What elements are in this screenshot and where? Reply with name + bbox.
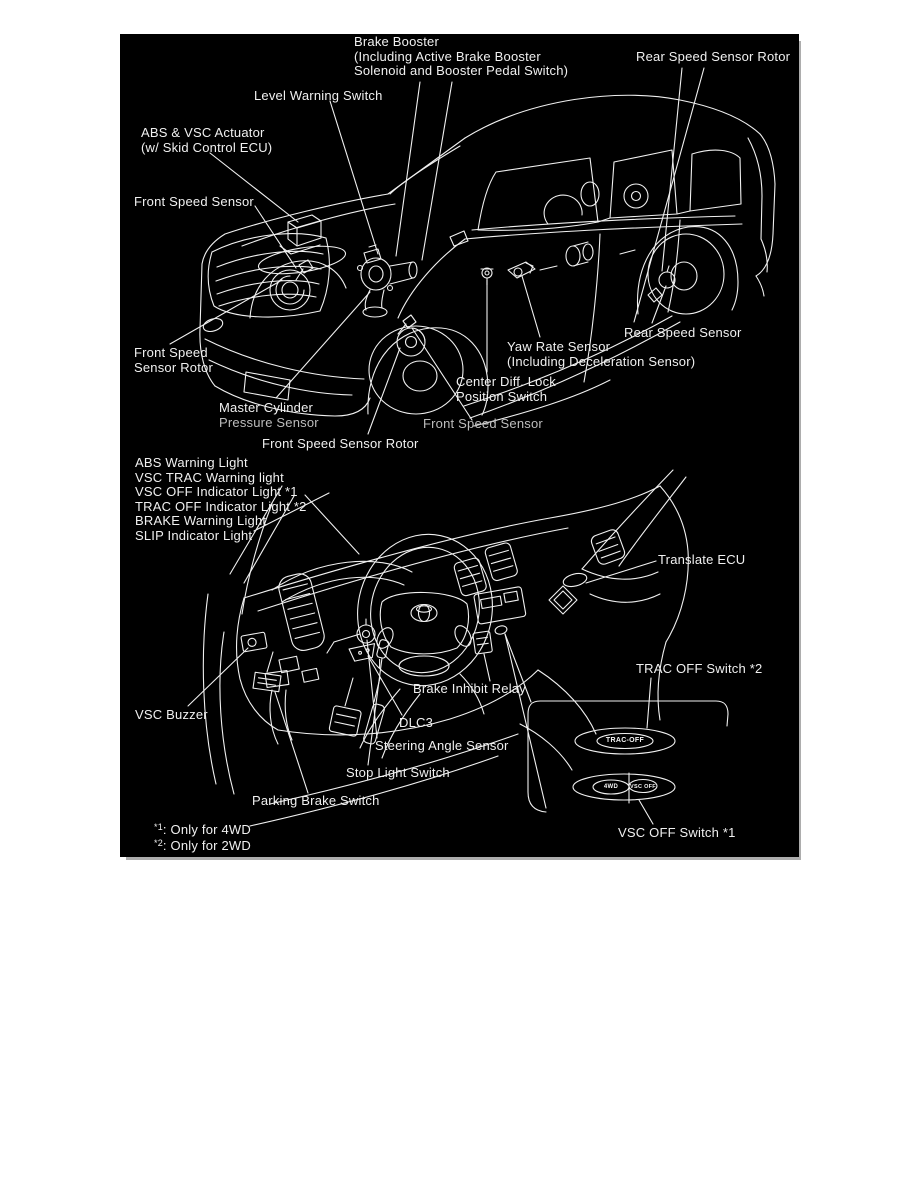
accelerator-pedal bbox=[363, 703, 385, 745]
mirror bbox=[449, 230, 469, 247]
diagram-line-art bbox=[169, 67, 776, 827]
steering-angle-sensor-glyph bbox=[356, 618, 376, 644]
vehicle-leader-lines bbox=[169, 67, 705, 435]
vsc-buzzer-glyph bbox=[240, 631, 268, 653]
park-pedal bbox=[252, 671, 282, 693]
trac-off-button-label: TRAC-OFF bbox=[605, 737, 645, 744]
label-rear-speed-sensor: Rear Speed Sensor bbox=[624, 325, 742, 340]
trac-off-button-glyph bbox=[574, 727, 676, 755]
label-warning-lights-list: ABS Warning Light VSC TRAC Warning light… bbox=[135, 455, 307, 543]
center-vents bbox=[453, 542, 518, 597]
rear-rotor-glyph bbox=[565, 241, 594, 267]
label-vsc-off-switch: VSC OFF Switch *1 bbox=[618, 825, 736, 840]
label-trac-off-switch: TRAC OFF Switch *2 bbox=[636, 661, 763, 676]
label-vsc-buzzer: VSC Buzzer bbox=[135, 707, 208, 722]
diamond-trim bbox=[548, 585, 578, 615]
label-front-speed-sensor-mid: Front Speed Sensor bbox=[423, 416, 543, 431]
brake-pedal bbox=[328, 705, 362, 737]
brake-booster-glyph bbox=[356, 244, 418, 318]
vehicle-drawing bbox=[199, 94, 776, 427]
footnote-2wd: *2: Only for 2WD bbox=[154, 836, 251, 854]
dashboard-leader-lines bbox=[187, 492, 657, 825]
footnote-4wd: *1: Only for 4WD bbox=[154, 820, 251, 838]
center-stack bbox=[473, 586, 527, 625]
side-vent bbox=[590, 529, 626, 565]
vsc-off-button-glyph bbox=[572, 772, 676, 804]
component-location-diagram: Brake Booster (Including Active Brake Bo… bbox=[120, 34, 799, 857]
rear-speed-sensor-glyph bbox=[658, 271, 676, 289]
fourwd-button-label: 4WD bbox=[603, 784, 619, 790]
toyota-logo bbox=[410, 603, 438, 623]
dlc3-glyph bbox=[348, 643, 376, 662]
label-rear-speed-sensor-rotor: Rear Speed Sensor Rotor bbox=[636, 49, 791, 64]
label-front-speed-sensor-rotor-left: Front Speed Sensor Rotor bbox=[134, 345, 213, 375]
cluster-vent bbox=[278, 573, 325, 651]
footnote-2-text: : Only for 2WD bbox=[162, 838, 251, 853]
dash-switch-glyph bbox=[562, 572, 588, 588]
label-front-speed-sensor-top: Front Speed Sensor bbox=[134, 194, 254, 209]
stop-light-switch-glyph bbox=[376, 639, 390, 669]
footnote-1-text: : Only for 4WD bbox=[162, 822, 251, 837]
steering-wheel bbox=[357, 533, 493, 687]
dashboard-drawing bbox=[202, 469, 689, 827]
label-brake-booster: Brake Booster (Including Active Brake Bo… bbox=[354, 34, 569, 78]
label-pressure-sensor: Pressure Sensor bbox=[219, 415, 319, 430]
label-abs-vsc-actuator: ABS & VSC Actuator (w/ Skid Control ECU) bbox=[141, 125, 273, 155]
label-center-diff-lock: Center Diff. Lock Position Switch bbox=[456, 374, 556, 404]
label-level-warning-switch: Level Warning Switch bbox=[254, 88, 383, 103]
relay-glyphs bbox=[278, 655, 320, 683]
footnote-2-marker: *2 bbox=[154, 838, 163, 848]
label-brake-inhibit-relay: Brake Inhibit Relay bbox=[413, 681, 526, 696]
label-stop-light-switch: Stop Light Switch bbox=[346, 765, 450, 780]
label-yaw-rate-sensor: Yaw Rate Sensor (Including Deceleration … bbox=[507, 339, 696, 369]
switch-inset-drawing bbox=[527, 700, 729, 813]
label-dlc3: DLC3 bbox=[399, 715, 434, 730]
label-translate-ecu: Translate ECU bbox=[658, 552, 746, 567]
label-master-cylinder: Master Cylinder bbox=[219, 400, 314, 415]
label-steering-angle-sensor: Steering Angle Sensor bbox=[375, 738, 509, 753]
brake-inhibit-relay-glyph bbox=[472, 630, 493, 655]
footnote-1-marker: *1 bbox=[154, 822, 163, 832]
label-front-speed-sensor-rotor-bottom: Front Speed Sensor Rotor bbox=[262, 436, 419, 451]
label-parking-brake-switch: Parking Brake Switch bbox=[252, 793, 380, 808]
vsc-off-button-label: VSC OFF bbox=[630, 783, 656, 790]
parking-brake-glyph bbox=[264, 669, 293, 745]
yaw-rate-sensor-glyph bbox=[507, 261, 536, 279]
